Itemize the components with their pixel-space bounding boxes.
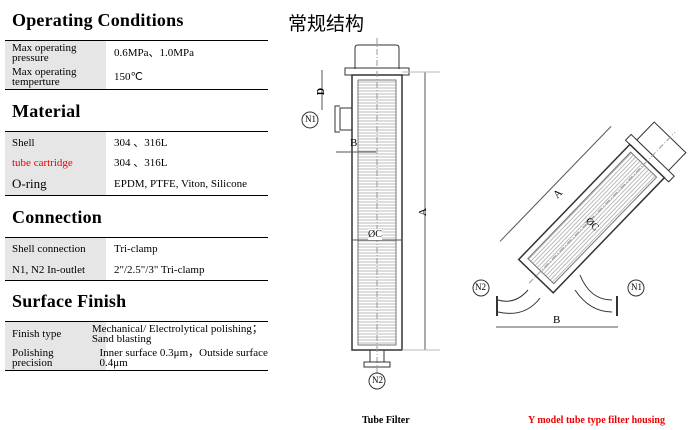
tube-filter-caption: Tube Filter [362, 415, 410, 426]
n2-label: N2 [372, 375, 383, 385]
label: O-ring [12, 176, 47, 191]
heading-connection: Connection [12, 207, 103, 227]
value: EPDM, PTFE, Viton, Silicone [114, 178, 247, 190]
label: N1, N2 In-outlet [12, 263, 86, 276]
label: Polishing precision [12, 347, 54, 369]
value: Inner surface 0.3μm，Outside surface 0.4μ… [99, 347, 268, 369]
y-filter-caption: Y model tube type filter housing [528, 415, 665, 426]
value: 150℃ [114, 71, 143, 83]
heading-operating-conditions: Operating Conditions [12, 10, 184, 30]
dimension-d-label: D [316, 87, 328, 96]
y-dimension-b-label: B [553, 314, 561, 326]
y-filter-drawing [472, 121, 687, 328]
label: Shell [12, 136, 35, 149]
connection-table: Shell connection Tri-clamp N1, N2 In-outl… [5, 237, 268, 281]
y-n1-label: N1 [631, 282, 642, 292]
label: Max operating pressure [12, 42, 77, 64]
n1-label: N1 [305, 114, 316, 124]
material-table: Shell 304 、316L tube cartridge 304 、316L O… [5, 131, 268, 196]
label: Shell connection [12, 242, 86, 255]
value: Tri-clamp [114, 242, 158, 255]
dimension-c-label: ØC [368, 229, 382, 240]
heading-surface-finish: Surface Finish [12, 291, 127, 311]
operating-conditions-table: Max operating pressure 0.6MPa、1.0MPa Max … [5, 40, 268, 90]
heading-material: Material [12, 101, 81, 121]
drawing-title: 常规结构 [288, 13, 365, 35]
label: Max operating temperture [12, 66, 77, 88]
value: 304 、316L [114, 136, 168, 149]
label: tube cartridge [12, 157, 73, 169]
dimension-a-label: A [416, 208, 429, 216]
tube-filter-drawing [301, 38, 440, 390]
label: Finish type [12, 328, 62, 340]
dimension-b-label: B [350, 137, 358, 149]
y-n2-label: N2 [475, 282, 486, 292]
value: Mechanical/ Electrolytical polishing；San… [91, 323, 263, 345]
value: 304 、316L [114, 157, 168, 169]
value: 2"/2.5"/3" Tri-clamp [114, 263, 205, 276]
surface-finish-table: Finish type Mechanical/ Electrolytical po… [5, 321, 268, 371]
value: 0.6MPa、1.0MPa [114, 47, 195, 59]
